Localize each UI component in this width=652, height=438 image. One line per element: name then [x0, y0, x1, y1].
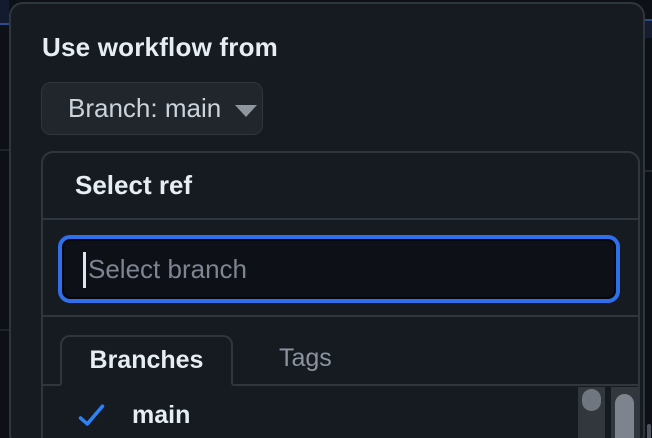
ref-filter-input[interactable] [64, 241, 614, 297]
tab-tags[interactable]: Tags [269, 333, 342, 384]
tab-branches-label: Branches [89, 346, 204, 374]
page-row-divider [0, 329, 9, 331]
ref-selector-header: Select ref [43, 153, 638, 220]
page-scrollbar-thumb[interactable] [647, 424, 651, 438]
ref-item-label: main [132, 400, 191, 429]
tab-branches[interactable]: Branches [60, 335, 233, 386]
text-cursor [83, 252, 86, 288]
page-row-divider [0, 149, 9, 151]
run-workflow-popover: Use workflow from Branch: main Select re… [9, 2, 645, 438]
branch-selector-button[interactable]: Branch: main [41, 82, 263, 135]
ref-filter-input-wrap [58, 235, 620, 303]
list-scrollbar-track[interactable] [611, 387, 638, 438]
ref-tabs-bar: Branches Tags [43, 317, 638, 386]
list-scrollbar-track[interactable] [578, 387, 605, 438]
branch-selector-label: Branch: main [68, 93, 222, 123]
ref-selector-panel: Select ref Branches Tags main [41, 151, 640, 438]
page-background-fragment [0, 0, 9, 25]
chevron-down-icon [235, 104, 258, 117]
tab-tags-label: Tags [279, 344, 332, 372]
ref-list-item-main[interactable]: main [43, 386, 638, 438]
page-background-fragment [645, 19, 652, 38]
check-icon [78, 403, 105, 426]
page-row-divider [645, 170, 652, 172]
ref-filter-section [43, 220, 638, 317]
popover-title: Use workflow from [42, 32, 278, 62]
list-scrollbar-thumb[interactable] [615, 394, 634, 438]
list-scrollbar-thumb[interactable] [582, 389, 601, 411]
